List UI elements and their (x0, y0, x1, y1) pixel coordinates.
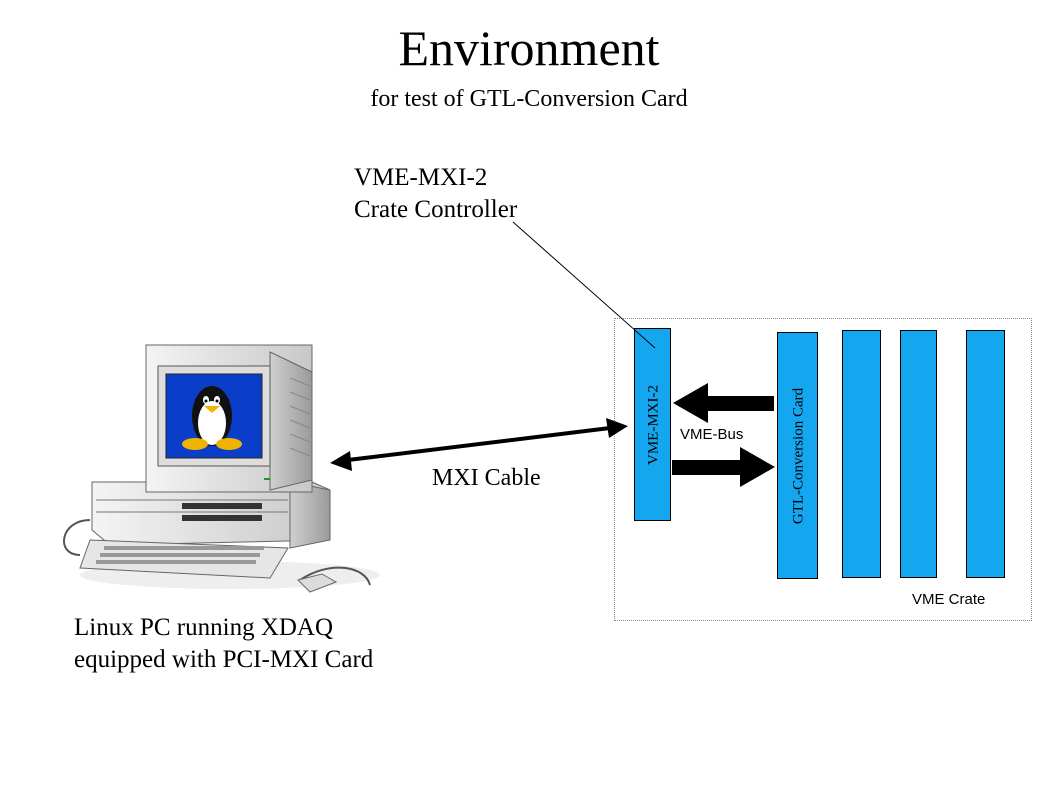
computer-icon (63, 344, 380, 593)
vme-crate (614, 318, 1032, 621)
controller-label-line-2: Crate Controller (354, 196, 518, 223)
pc-label-line-1: Linux PC running XDAQ (74, 614, 334, 641)
crate-card-2 (900, 330, 937, 578)
page-title: Environment (398, 20, 660, 76)
gtl-conversion-card: GTL-Conversion Card (777, 332, 818, 579)
vme-bus-label: VME-Bus (680, 426, 744, 443)
crate-card-3 (966, 330, 1005, 578)
controller-label: VME-MXI-2 Crate Controller (354, 162, 517, 226)
mxi-cable-arrow (330, 418, 628, 471)
crate-card-1 (842, 330, 881, 578)
page-subtitle: for test of GTL-Conversion Card (370, 86, 688, 112)
controller-label-line-1: VME-MXI-2 (354, 164, 488, 191)
mxi-cable-label: MXI Cable (432, 465, 541, 491)
vme-bus-arrow-left (673, 383, 774, 423)
vme-crate-label: VME Crate (912, 591, 986, 608)
vme-mxi-card: VME-MXI-2 (634, 328, 671, 521)
pc-label: Linux PC running XDAQ equipped with PCI-… (74, 612, 373, 676)
vme-bus-arrow-right (672, 447, 775, 487)
controller-leader-line (512, 221, 656, 349)
pc-label-line-2: equipped with PCI-MXI Card (74, 646, 374, 673)
penguin-icon (182, 386, 242, 450)
